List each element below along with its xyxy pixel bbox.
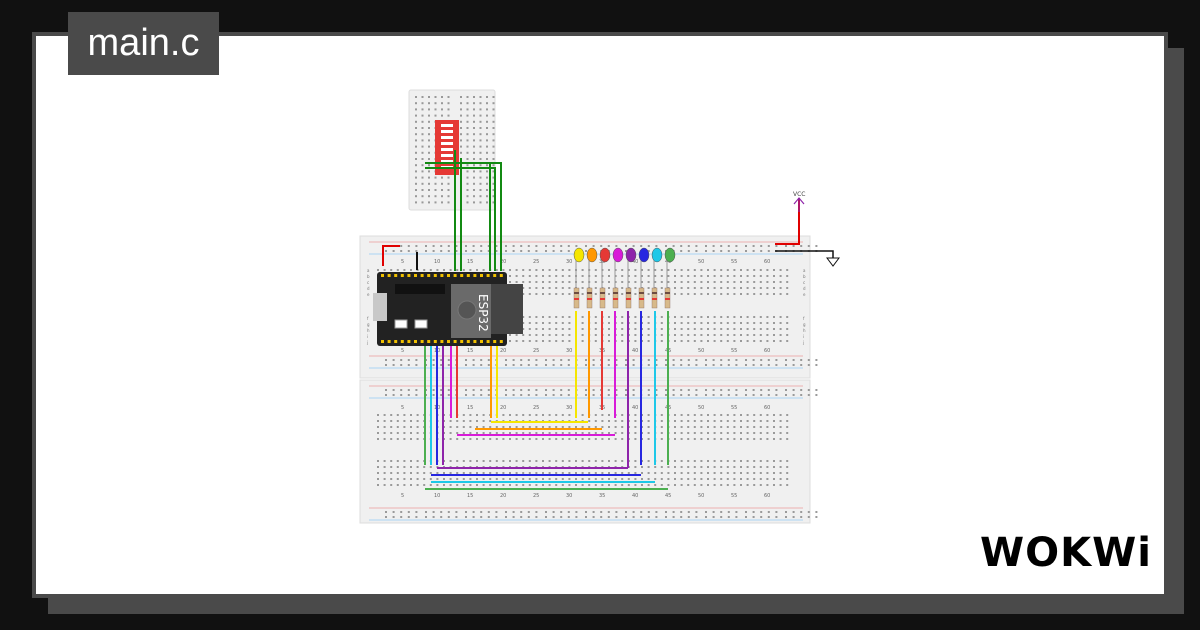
column-label: 55 [731,259,737,265]
row-label: g [803,322,806,327]
column-label: 15 [467,259,473,265]
row-label: a [367,268,370,273]
column-label: 50 [698,405,704,411]
breadboard-bottom [359,379,811,524]
vcc-symbol: VCC [793,191,805,212]
column-label: 45 [665,493,671,499]
column-label: 50 [698,493,704,499]
led[interactable] [664,247,676,263]
row-label: j [366,340,368,345]
column-label: 5 [401,348,404,354]
column-label: 30 [566,493,572,499]
column-label: 50 [698,259,704,265]
signal-wires[interactable] [424,311,669,490]
row-label: f [803,316,805,321]
column-label: 40 [632,405,638,411]
file-tab[interactable]: main.c [68,12,219,75]
led[interactable] [573,247,585,263]
breadboard-column-labels: 5555101010101515151520202020252525253030… [401,259,770,499]
column-label: 35 [599,493,605,499]
circuit-diagram[interactable]: 5555101010101515151520202020252525253030… [355,88,845,528]
column-label: 10 [434,493,440,499]
column-label: 30 [566,259,572,265]
column-label: 5 [401,259,404,265]
column-label: 20 [500,348,506,354]
column-label: 10 [434,259,440,265]
esp32-label: ESP32 [476,294,490,332]
column-label: 40 [632,259,638,265]
row-label: h [367,328,370,333]
svg-text:WOKWi: WOKWi [980,530,1152,576]
row-label: a [803,268,806,273]
esp32-pins [381,274,503,343]
vcc-wire[interactable] [775,198,800,245]
column-label: 20 [500,493,506,499]
column-label: 55 [731,405,737,411]
gnd-wire[interactable] [775,250,834,258]
led[interactable] [612,247,624,263]
column-label: 15 [467,405,473,411]
row-label: d [367,286,370,291]
column-label: 25 [533,493,539,499]
column-label: 60 [764,348,770,354]
column-label: 20 [500,405,506,411]
row-label: e [803,292,806,297]
column-label: 60 [764,259,770,265]
column-label: 5 [401,405,404,411]
led[interactable] [638,247,650,263]
led-row[interactable] [573,247,676,288]
resistor-row [573,287,671,309]
row-label: j [802,340,804,345]
ground-symbol [826,257,840,267]
row-label: i [367,334,368,339]
led[interactable] [586,247,598,263]
led[interactable] [651,247,663,263]
column-label: 60 [764,493,770,499]
power-wire-red[interactable] [382,245,400,266]
row-label: e [367,292,370,297]
column-label: 25 [533,259,539,265]
column-label: 40 [632,493,638,499]
column-label: 55 [731,493,737,499]
wokwi-logo: WOKWi [980,530,1152,576]
column-label: 50 [698,348,704,354]
column-label: 60 [764,405,770,411]
row-label: f [367,316,369,321]
column-label: 30 [566,348,572,354]
column-label: 15 [467,348,473,354]
row-label: i [803,334,804,339]
row-label: b [367,274,370,279]
row-label: c [367,280,369,285]
column-label: 20 [500,259,506,265]
column-label: 30 [566,405,572,411]
svg-text:VCC: VCC [793,191,805,198]
row-label: g [367,322,370,327]
column-label: 40 [632,348,638,354]
column-label: 45 [665,259,671,265]
row-label: b [803,274,806,279]
esp32-board[interactable]: ESP32 [373,272,523,346]
dip-switch-wires[interactable] [425,150,502,271]
column-label: 55 [731,348,737,354]
column-label: 15 [467,493,473,499]
column-label: 25 [533,348,539,354]
column-label: 25 [533,405,539,411]
led[interactable] [625,247,637,263]
column-label: 5 [401,493,404,499]
row-label: d [803,286,806,291]
row-label: c [803,280,805,285]
led[interactable] [599,247,611,263]
row-label: h [803,328,806,333]
